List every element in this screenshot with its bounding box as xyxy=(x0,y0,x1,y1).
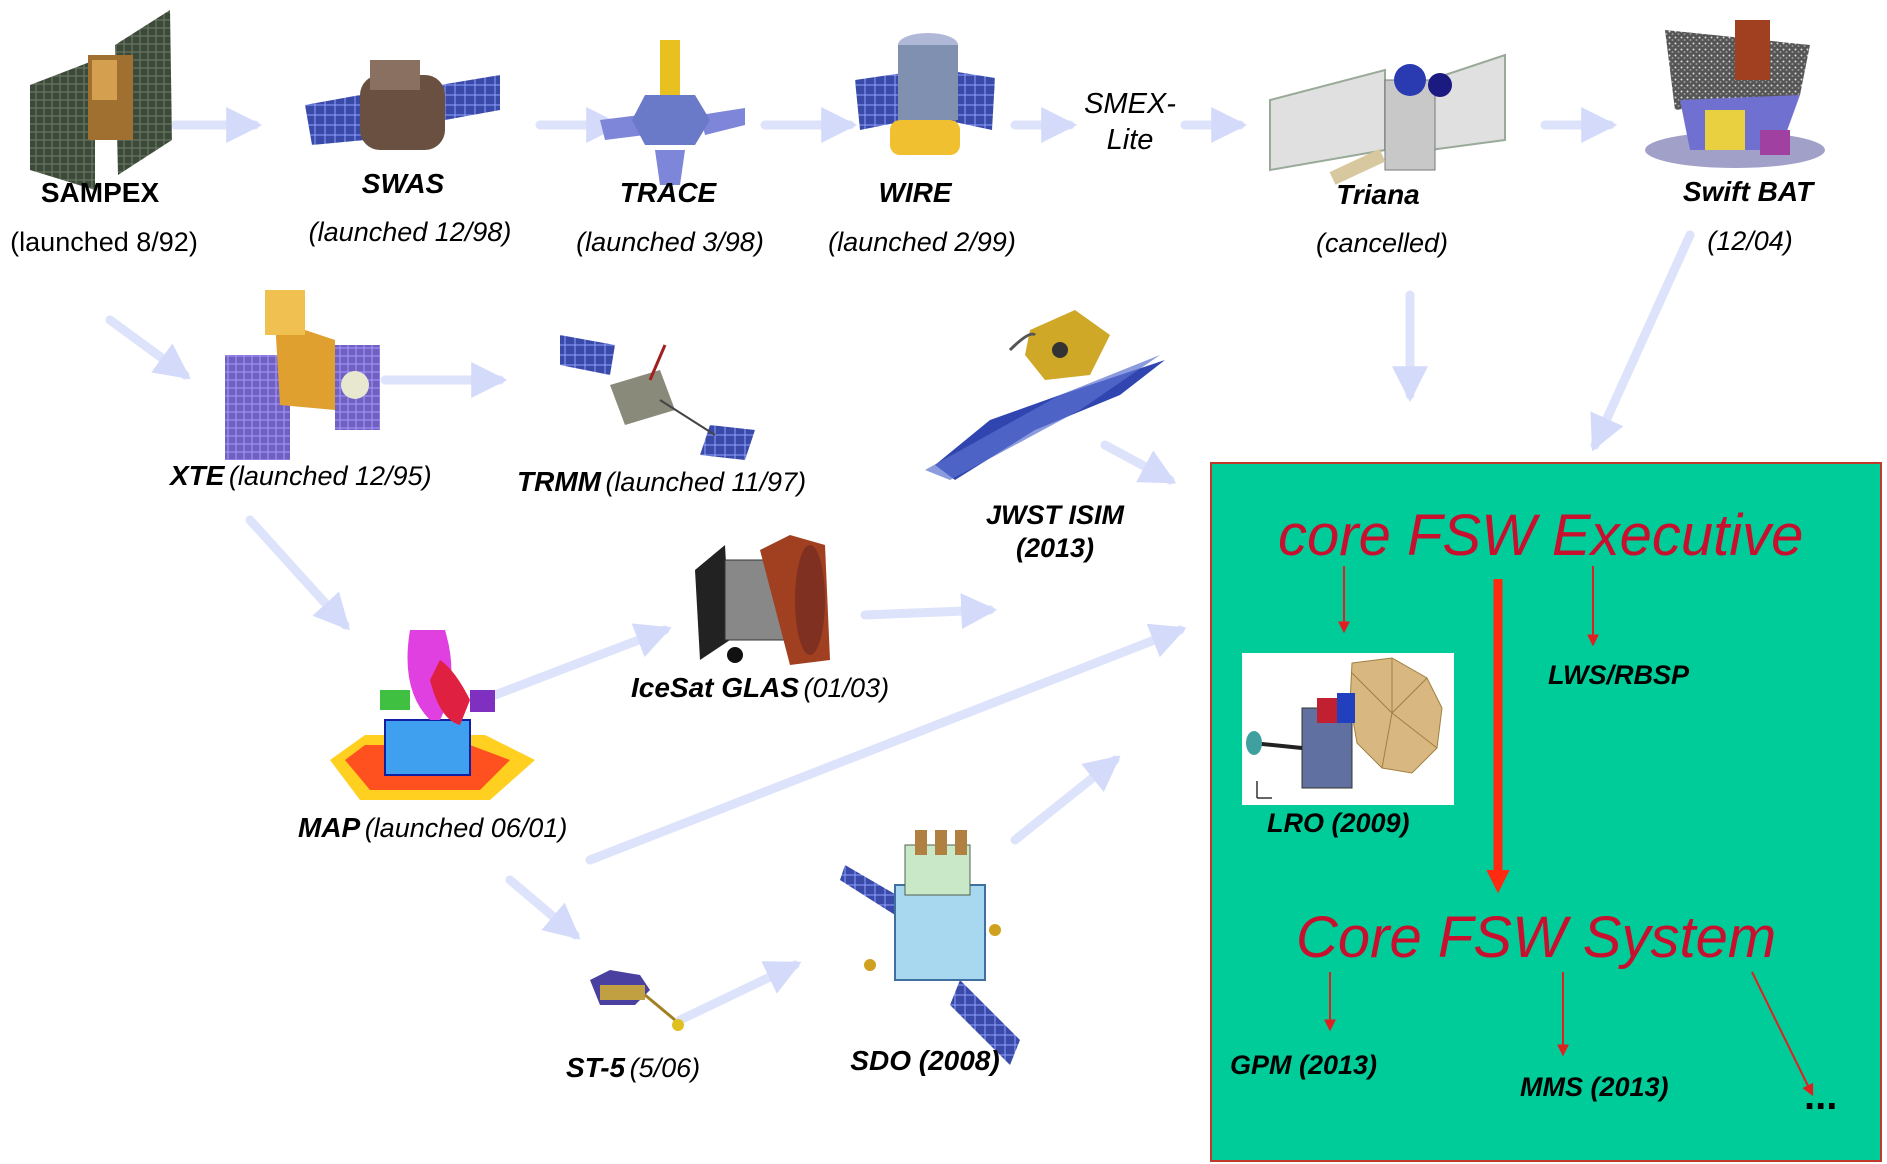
st5-name: ST-5 xyxy=(566,1052,626,1083)
sampex-date: (launched 8/92) xyxy=(10,227,198,257)
jwst-name: JWST ISIM xyxy=(985,500,1125,530)
arrow-st5-sdo xyxy=(675,960,802,1025)
mms-label: MMS (2013) xyxy=(1520,1072,1669,1102)
sdo-name: SDO (2008) xyxy=(850,1045,1000,1076)
arrow-system-more xyxy=(1751,971,1814,1097)
arrow-map-icesat xyxy=(490,623,672,700)
core-executive-title: core FSW Executive xyxy=(1278,503,1804,568)
trmm-spacecraft-image xyxy=(560,335,755,460)
icesat-spacecraft-image xyxy=(695,535,830,665)
xte-spacecraft-image xyxy=(225,290,380,460)
swift-name: Swift BAT xyxy=(1682,176,1814,207)
arrow-icesat-jwst xyxy=(860,593,998,630)
trmm-date: (launched 11/97) xyxy=(605,467,807,497)
icesat-date: (01/03) xyxy=(803,673,890,703)
xte-label: XTE (launched 12/95) xyxy=(170,460,432,492)
map-name: MAP xyxy=(298,812,361,843)
arrow-map-st5 xyxy=(505,875,581,940)
swift-bat-spacecraft-image xyxy=(1645,20,1825,168)
sampex-name: SAMPEX xyxy=(40,177,160,208)
wire-date: (launched 2/99) xyxy=(828,227,1016,257)
icesat-name: IceSat GLAS xyxy=(631,672,800,703)
gpm-label: GPM (2013) xyxy=(1230,1050,1378,1080)
arrow-map-core xyxy=(585,623,1187,865)
core-fsw-box: core FSW Executive Core FSW System LRO (… xyxy=(1210,462,1882,1162)
st5-date: (5/06) xyxy=(629,1053,701,1083)
arrow-xte-map xyxy=(245,515,350,631)
core-system-title: Core FSW System xyxy=(1296,905,1777,970)
lro-label: LRO (2009) xyxy=(1267,808,1410,838)
trace-name: TRACE xyxy=(619,177,717,208)
core-arrows xyxy=(1324,566,1814,1097)
trace-date: (launched 3/98) xyxy=(576,227,764,257)
swift-date: (12/04) xyxy=(1707,226,1793,256)
jwst-date: (2013) xyxy=(1015,533,1095,563)
arrow-sampex-xte xyxy=(105,315,191,380)
arrow-jwst-core xyxy=(1100,440,1177,485)
smex-lite-line1: SMEX- xyxy=(1084,88,1176,120)
lro-image-frame xyxy=(1242,653,1454,805)
lws-label: LWS/RBSP xyxy=(1548,660,1690,690)
trmm-label: TRMM (launched 11/97) xyxy=(517,466,806,498)
swas-spacecraft-image xyxy=(305,60,500,150)
map-spacecraft-image xyxy=(330,630,535,800)
xte-name: XTE xyxy=(170,460,225,491)
icesat-label: IceSat GLAS (01/03) xyxy=(631,672,889,704)
triana-date: (cancelled) xyxy=(1315,228,1449,258)
arrow-swift-core xyxy=(1590,230,1695,452)
arrow-sdo-core xyxy=(1010,755,1121,845)
trmm-name: TRMM xyxy=(517,466,601,497)
swas-date: (launched 12/98) xyxy=(308,217,512,247)
flow-arrows xyxy=(105,107,1695,1025)
triana-name: Triana xyxy=(1336,179,1420,210)
sampex-spacecraft-image xyxy=(30,10,172,190)
swas-name: SWAS xyxy=(361,168,445,199)
st5-label: ST-5 (5/06) xyxy=(566,1052,700,1084)
wire-spacecraft-image xyxy=(855,33,995,155)
map-date: (launched 06/01) xyxy=(364,813,568,843)
smex-lite-line2: Lite xyxy=(1106,124,1154,156)
sdo-spacecraft-image xyxy=(840,830,1020,1065)
xte-date: (launched 12/95) xyxy=(228,461,432,491)
wire-name: WIRE xyxy=(878,177,952,208)
triana-spacecraft-image xyxy=(1269,53,1506,185)
map-label: MAP (launched 06/01) xyxy=(298,812,567,844)
st5-spacecraft-image xyxy=(590,970,684,1031)
trace-spacecraft-image xyxy=(600,40,745,185)
lro-spacecraft-image xyxy=(1242,653,1454,805)
jwst-spacecraft-image xyxy=(925,310,1165,480)
